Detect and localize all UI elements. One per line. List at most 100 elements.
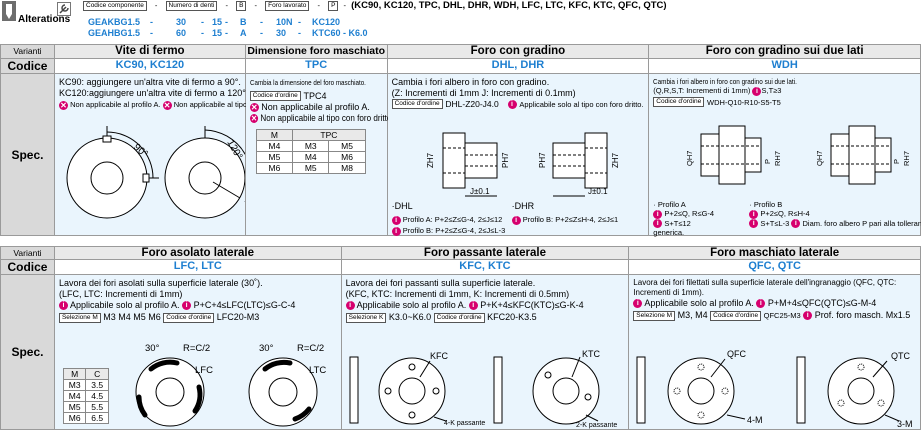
order-code-label: Codice d'ordine xyxy=(653,96,705,107)
svg-text:30°: 30° xyxy=(259,343,274,354)
tools-icon xyxy=(57,2,71,16)
order-code-label: Codice d'ordine xyxy=(391,99,443,110)
dh-figure: ZH7 PH7 J±0.1 PH7 ZH7 J±0.1 xyxy=(426,132,620,197)
order-code-lfc: LFC20-M3 xyxy=(216,312,260,322)
selection-label: Selezione K xyxy=(345,312,387,323)
selection-label: Selezione M xyxy=(58,312,101,323)
code-line: (KC90, KC120, TPC, DHL, DHR, WDH, LFC, L… xyxy=(351,0,667,11)
alterations-header: Alterations Codice componente - Numero d… xyxy=(0,0,921,44)
alterations-table-2: Varianti Foro asolato laterale Foro pass… xyxy=(0,246,921,430)
svg-text:2-K passante: 2-K passante xyxy=(576,422,617,429)
order-code-label: Codice d'ordine xyxy=(710,310,762,321)
svg-text:LTC: LTC xyxy=(309,365,326,376)
code-wdh: WDH xyxy=(648,58,921,74)
kfc-figure: KFC 4-K passante KTC 2-K passante xyxy=(349,349,617,429)
info-icon: i xyxy=(791,219,801,229)
col-title-lfc: Foro asolato laterale xyxy=(53,246,342,260)
svg-text:QFC: QFC xyxy=(727,349,746,359)
not-applicable-icon: ✕ xyxy=(249,114,258,124)
info-icon: i xyxy=(749,219,759,229)
qfc-figure: QFC 4-M QTC 3-M xyxy=(636,349,913,429)
code-kc: KC90, KC120 xyxy=(53,58,246,74)
svg-text:KFC: KFC xyxy=(430,351,449,361)
label-bore: Foro lavorato xyxy=(265,1,310,12)
codice-label: Codice xyxy=(0,58,55,74)
order-code-qfc: QFC25-M3 xyxy=(763,311,801,320)
col-title-wdh: Foro con gradino sui due lati xyxy=(648,44,921,59)
svg-text:30°: 30° xyxy=(145,343,160,354)
spec-wdh: Cambia i fori albero in foro con gradino… xyxy=(648,73,921,237)
selection-label: Selezione M xyxy=(633,310,676,321)
varianti-label: Varianti xyxy=(0,44,55,59)
codice-label: Codice xyxy=(0,259,55,275)
info-icon: i xyxy=(507,99,517,109)
code-label-row: Codice componente - Numero di denti - B … xyxy=(83,0,667,12)
order-code-tpc: TPC4 xyxy=(303,91,327,101)
info-icon: i xyxy=(803,311,813,321)
code-kfc: KFC, KTC xyxy=(340,259,630,275)
label-b: B xyxy=(236,1,247,12)
pencil-icon xyxy=(2,1,16,21)
info-icon: i xyxy=(756,299,766,309)
spec-qfc: Lavora dei fori filettati sulla superfic… xyxy=(628,274,921,430)
not-applicable-icon: ✕ xyxy=(249,103,259,113)
label-component: Codice componente xyxy=(83,1,147,12)
order-code-wdh: WDH-Q10-R10-S5-T5 xyxy=(707,97,781,107)
col-title-dh: Foro con gradino xyxy=(386,44,650,59)
varianti-label: Varianti xyxy=(0,246,55,260)
info-icon: i xyxy=(633,299,643,309)
order-code-label: Codice d'ordine xyxy=(433,312,485,323)
svg-text:J±0.1: J±0.1 xyxy=(470,187,490,196)
info-icon: i xyxy=(752,86,762,96)
col-title-tpc: Dimensione foro maschiato xyxy=(244,44,388,59)
svg-text:4-M: 4-M xyxy=(747,415,763,425)
alterations-table-1: Varianti Vite di fermo Dimensione foro m… xyxy=(0,44,921,237)
svg-text:RH7: RH7 xyxy=(902,151,911,166)
setscrew-figure: 90° 120° xyxy=(66,126,245,219)
col-title-kfc: Foro passante laterale xyxy=(340,246,630,260)
wdh-figure: QH7 P RH7 QH7 P RH7 xyxy=(685,125,911,185)
alterations-title: Alterations xyxy=(18,14,71,25)
spec-tpc: Cambia la dimensione del foro maschiato.… xyxy=(244,73,393,236)
svg-text:QTC: QTC xyxy=(891,351,910,361)
info-icon: i xyxy=(653,209,663,219)
info-icon: i xyxy=(391,215,401,225)
label-p: P xyxy=(328,1,339,12)
svg-text:J±0.1: J±0.1 xyxy=(588,187,608,196)
dhl-label: ·DHL xyxy=(391,201,413,211)
order-code-label: Codice d'ordine xyxy=(163,312,215,323)
spec-kfc: Lavora dei fori passanti sulla superfici… xyxy=(340,274,630,430)
spec-dh: Cambia i fori albero in foro con gradino… xyxy=(386,73,650,236)
svg-text:R=C/2: R=C/2 xyxy=(183,343,210,354)
order-code-label: Codice d'ordine xyxy=(249,91,301,102)
code-tpc: TPC xyxy=(244,58,388,74)
spec-vite: KC90: aggiungere un'altra vite di fermo … xyxy=(53,73,297,236)
spec-label: Spec. xyxy=(0,73,55,236)
svg-text:R=C/2: R=C/2 xyxy=(297,343,324,354)
svg-text:KTC: KTC xyxy=(582,349,601,359)
spec-lfc: Lavora dei fori asolati sulla superficie… xyxy=(53,274,342,430)
svg-text:4-K passante: 4-K passante xyxy=(444,420,485,427)
col-title-qfc: Foro maschiato laterale xyxy=(628,246,921,260)
not-applicable-icon: ✕ xyxy=(162,100,172,110)
col-title-vite: Vite di fermo xyxy=(53,44,246,59)
info-icon: i xyxy=(653,219,663,229)
info-icon: i xyxy=(391,226,401,236)
code-qfc: QFC, QTC xyxy=(628,259,921,275)
code-dh: DHL, DHR xyxy=(386,58,650,74)
info-icon: i xyxy=(468,301,478,311)
svg-text:QH7: QH7 xyxy=(815,151,824,166)
svg-text:P: P xyxy=(892,159,901,164)
order-code-kfc: KFC20-K3.5 xyxy=(487,312,537,322)
svg-text:PH7: PH7 xyxy=(501,152,510,168)
info-icon: i xyxy=(58,301,68,311)
label-teeth: Numero di denti xyxy=(165,1,218,12)
svg-text:QH7: QH7 xyxy=(685,151,694,166)
svg-text:3-M: 3-M xyxy=(897,419,913,429)
info-icon: i xyxy=(182,301,192,311)
info-icon: i xyxy=(749,209,759,219)
info-icon: i xyxy=(511,215,521,225)
info-icon: i xyxy=(345,301,355,311)
dhr-label: ·DHR xyxy=(511,201,535,211)
